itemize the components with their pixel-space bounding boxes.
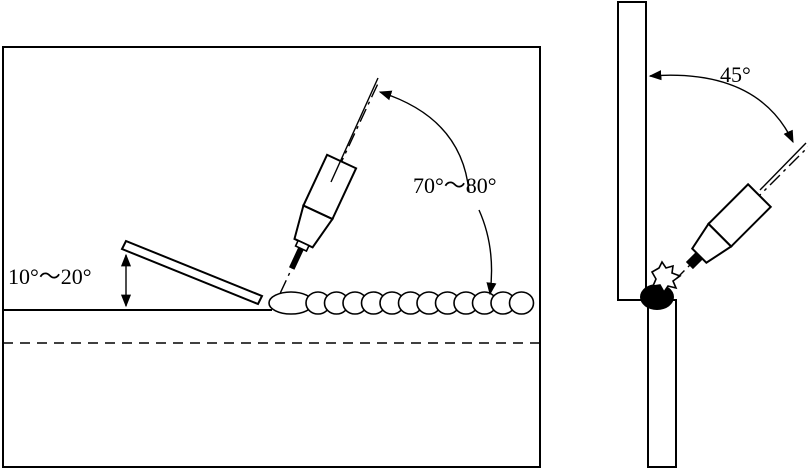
weld-pool — [640, 284, 674, 310]
torch-angle-arc — [378, 90, 470, 193]
horizontal-plate-section — [647, 299, 677, 468]
right-view: 45° — [617, 1, 808, 468]
torch-axis-extension — [330, 77, 379, 183]
workpiece-plate — [2, 46, 541, 468]
welding-torch-right — [676, 136, 808, 279]
weld-bead — [268, 291, 535, 315]
arc-spark — [650, 260, 682, 294]
filler-rod — [120, 239, 264, 306]
angle-arc-45 — [648, 70, 794, 144]
torch-angle-label: 70°～80° — [413, 173, 497, 198]
vertical-plate — [617, 1, 647, 301]
angle-label-45: 45° — [720, 62, 751, 87]
weld-ripple — [508, 291, 535, 315]
torch-axis-extension-right — [759, 142, 807, 191]
rod-angle-label: 10°～20° — [8, 264, 92, 289]
left-view: 10°～20° 70°～80° — [2, 46, 541, 468]
torch-angle-arc-lower — [478, 209, 497, 296]
welding-torch-left — [279, 84, 379, 294]
